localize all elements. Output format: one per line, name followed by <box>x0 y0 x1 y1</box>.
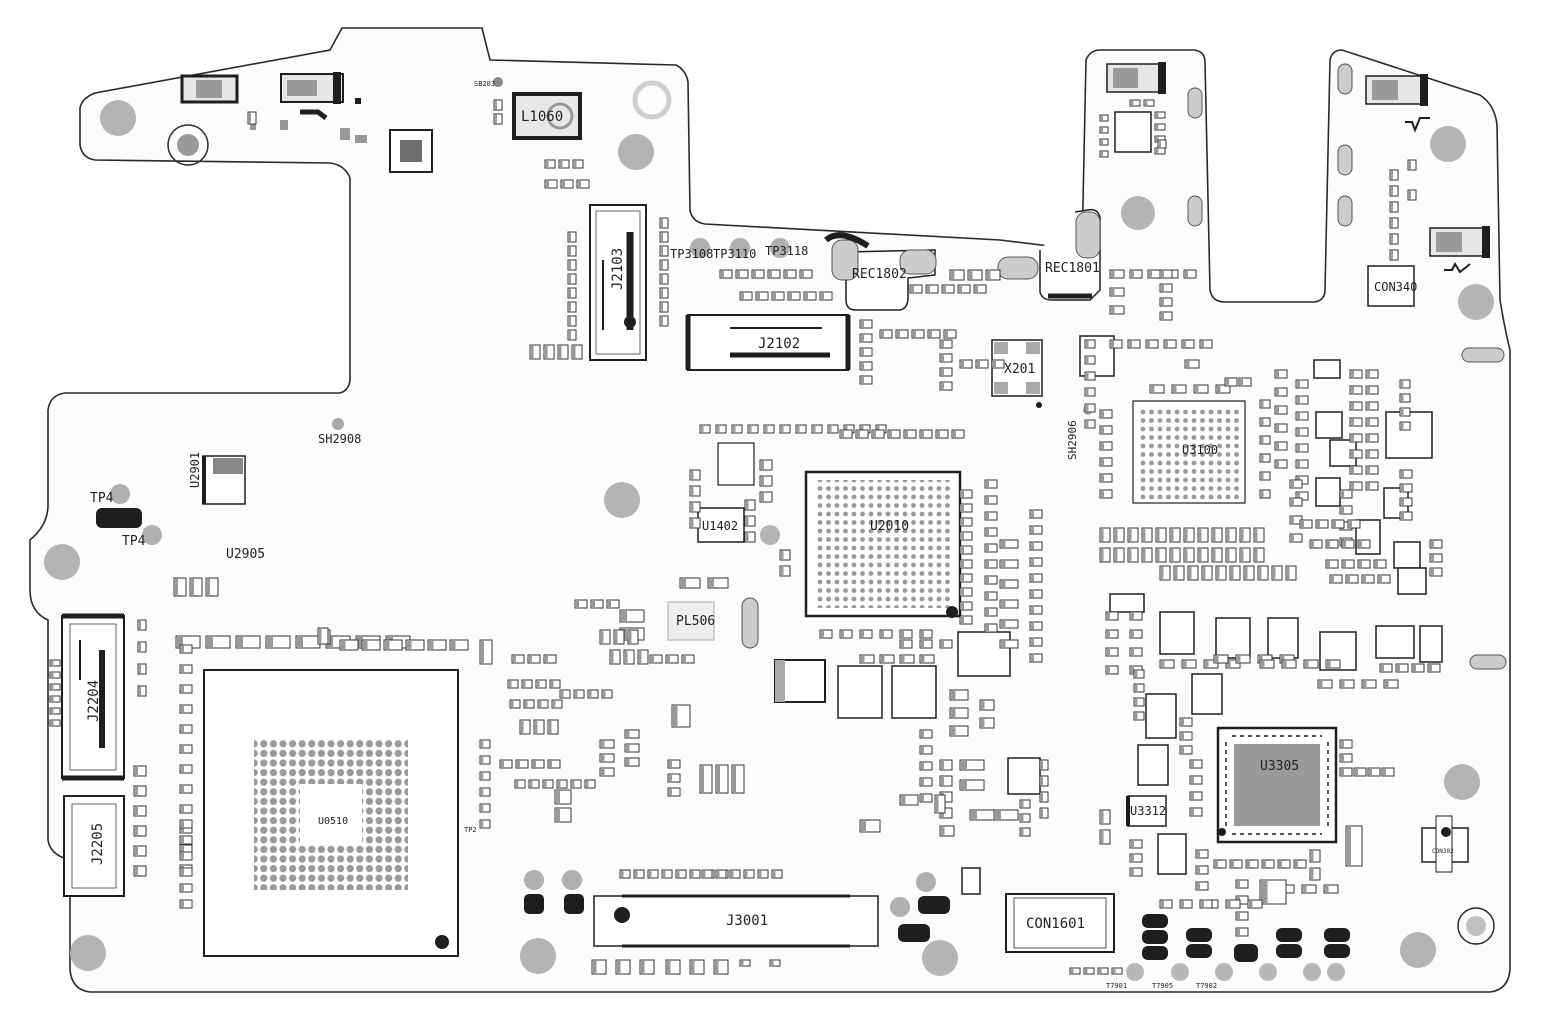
top-right-parts: CON340 <box>1106 62 1490 307</box>
sh2906-label: SH2906 <box>1066 420 1079 460</box>
passive-components <box>49 99 1443 975</box>
sb203-label: SB203 <box>474 80 495 88</box>
u1402-chip: U1402 <box>697 507 745 543</box>
screw-mark-bottom-right <box>1457 907 1495 945</box>
test-points-top <box>690 238 790 258</box>
j2204-connector: J2204 <box>61 613 125 781</box>
sh2908-label: SH2908 <box>318 432 361 446</box>
j3001-label: J3001 <box>726 913 768 929</box>
u2010-label: U2010 <box>870 519 909 534</box>
u3305-label: U3305 <box>1260 759 1299 774</box>
pl506-label: PL506 <box>676 614 715 629</box>
rec1802: REC1802 <box>824 232 937 311</box>
con340-label: CON340 <box>1374 280 1417 294</box>
con302-connector: CON302 <box>1421 815 1469 873</box>
tp4-body <box>96 508 142 528</box>
oval-pads <box>741 63 1507 670</box>
u1402-label: U1402 <box>702 519 738 533</box>
j2102-label: J2102 <box>758 336 800 352</box>
u2010-bga: U2010 <box>804 470 962 618</box>
j2204-label: J2204 <box>86 680 102 722</box>
j2103-label: J2103 <box>610 248 626 290</box>
u2905-label: U2905 <box>226 547 265 562</box>
u3312-chip: U3312 <box>1126 795 1167 827</box>
rec1801-label: REC1801 <box>1045 261 1100 276</box>
bottom-pads <box>524 867 981 942</box>
top-left-parts <box>180 72 433 173</box>
con1601-label: CON1601 <box>1026 916 1085 932</box>
u0510-label: U0510 <box>318 816 348 827</box>
tp3108-label: TP3108 <box>670 247 713 261</box>
j2205-label: J2205 <box>90 823 106 865</box>
t7902-label: T7902 <box>1196 982 1217 990</box>
screw-mark-top-left <box>167 124 209 166</box>
right-cluster-chips <box>1007 335 1443 875</box>
t7905-label: T7905 <box>1152 982 1173 990</box>
u3305-chip: U3305 <box>1216 726 1338 844</box>
tp4-label: TP4 <box>90 491 114 506</box>
j3001-connector: J3001 <box>593 894 879 948</box>
u2901-label: U2901 <box>188 452 202 488</box>
t7901-label: T7901 <box>1106 982 1127 990</box>
u0510-bga: U0510 <box>203 669 459 957</box>
tp3110-label: TP3110 <box>713 247 756 261</box>
tp2-label: TP2 <box>464 826 477 834</box>
tp3118-label: TP3118 <box>765 244 808 258</box>
bottom-right-jumpers <box>1142 914 1350 962</box>
power-inductors <box>717 442 1011 719</box>
con302-label: CON302 <box>1432 848 1454 855</box>
pl506-inductor: PL506 <box>667 601 715 641</box>
mounting-holes <box>44 100 1494 976</box>
j2102-connector: J2102 <box>685 314 851 371</box>
l1060-inductor: L1060 <box>512 92 582 140</box>
j2205-connector: J2205 <box>63 795 125 897</box>
rec1801: REC1801 <box>997 208 1101 301</box>
u3312-label: U3312 <box>1130 804 1166 818</box>
u3100-label: U3100 <box>1182 443 1218 457</box>
j2103-connector: J2103 <box>589 204 647 361</box>
u2901-chip: U2901 <box>188 452 246 505</box>
rec1802-label: REC1802 <box>852 267 907 282</box>
con1601-connector: CON1601 <box>1005 893 1115 953</box>
u3100-bga: U3100 <box>1132 400 1246 504</box>
l1060-label: L1060 <box>521 109 563 125</box>
ring-hole <box>632 80 672 120</box>
x201-label: X201 <box>1004 362 1035 377</box>
bottom-right-testpoints <box>1126 963 1345 981</box>
tp4b-label: TP4 <box>122 534 146 549</box>
